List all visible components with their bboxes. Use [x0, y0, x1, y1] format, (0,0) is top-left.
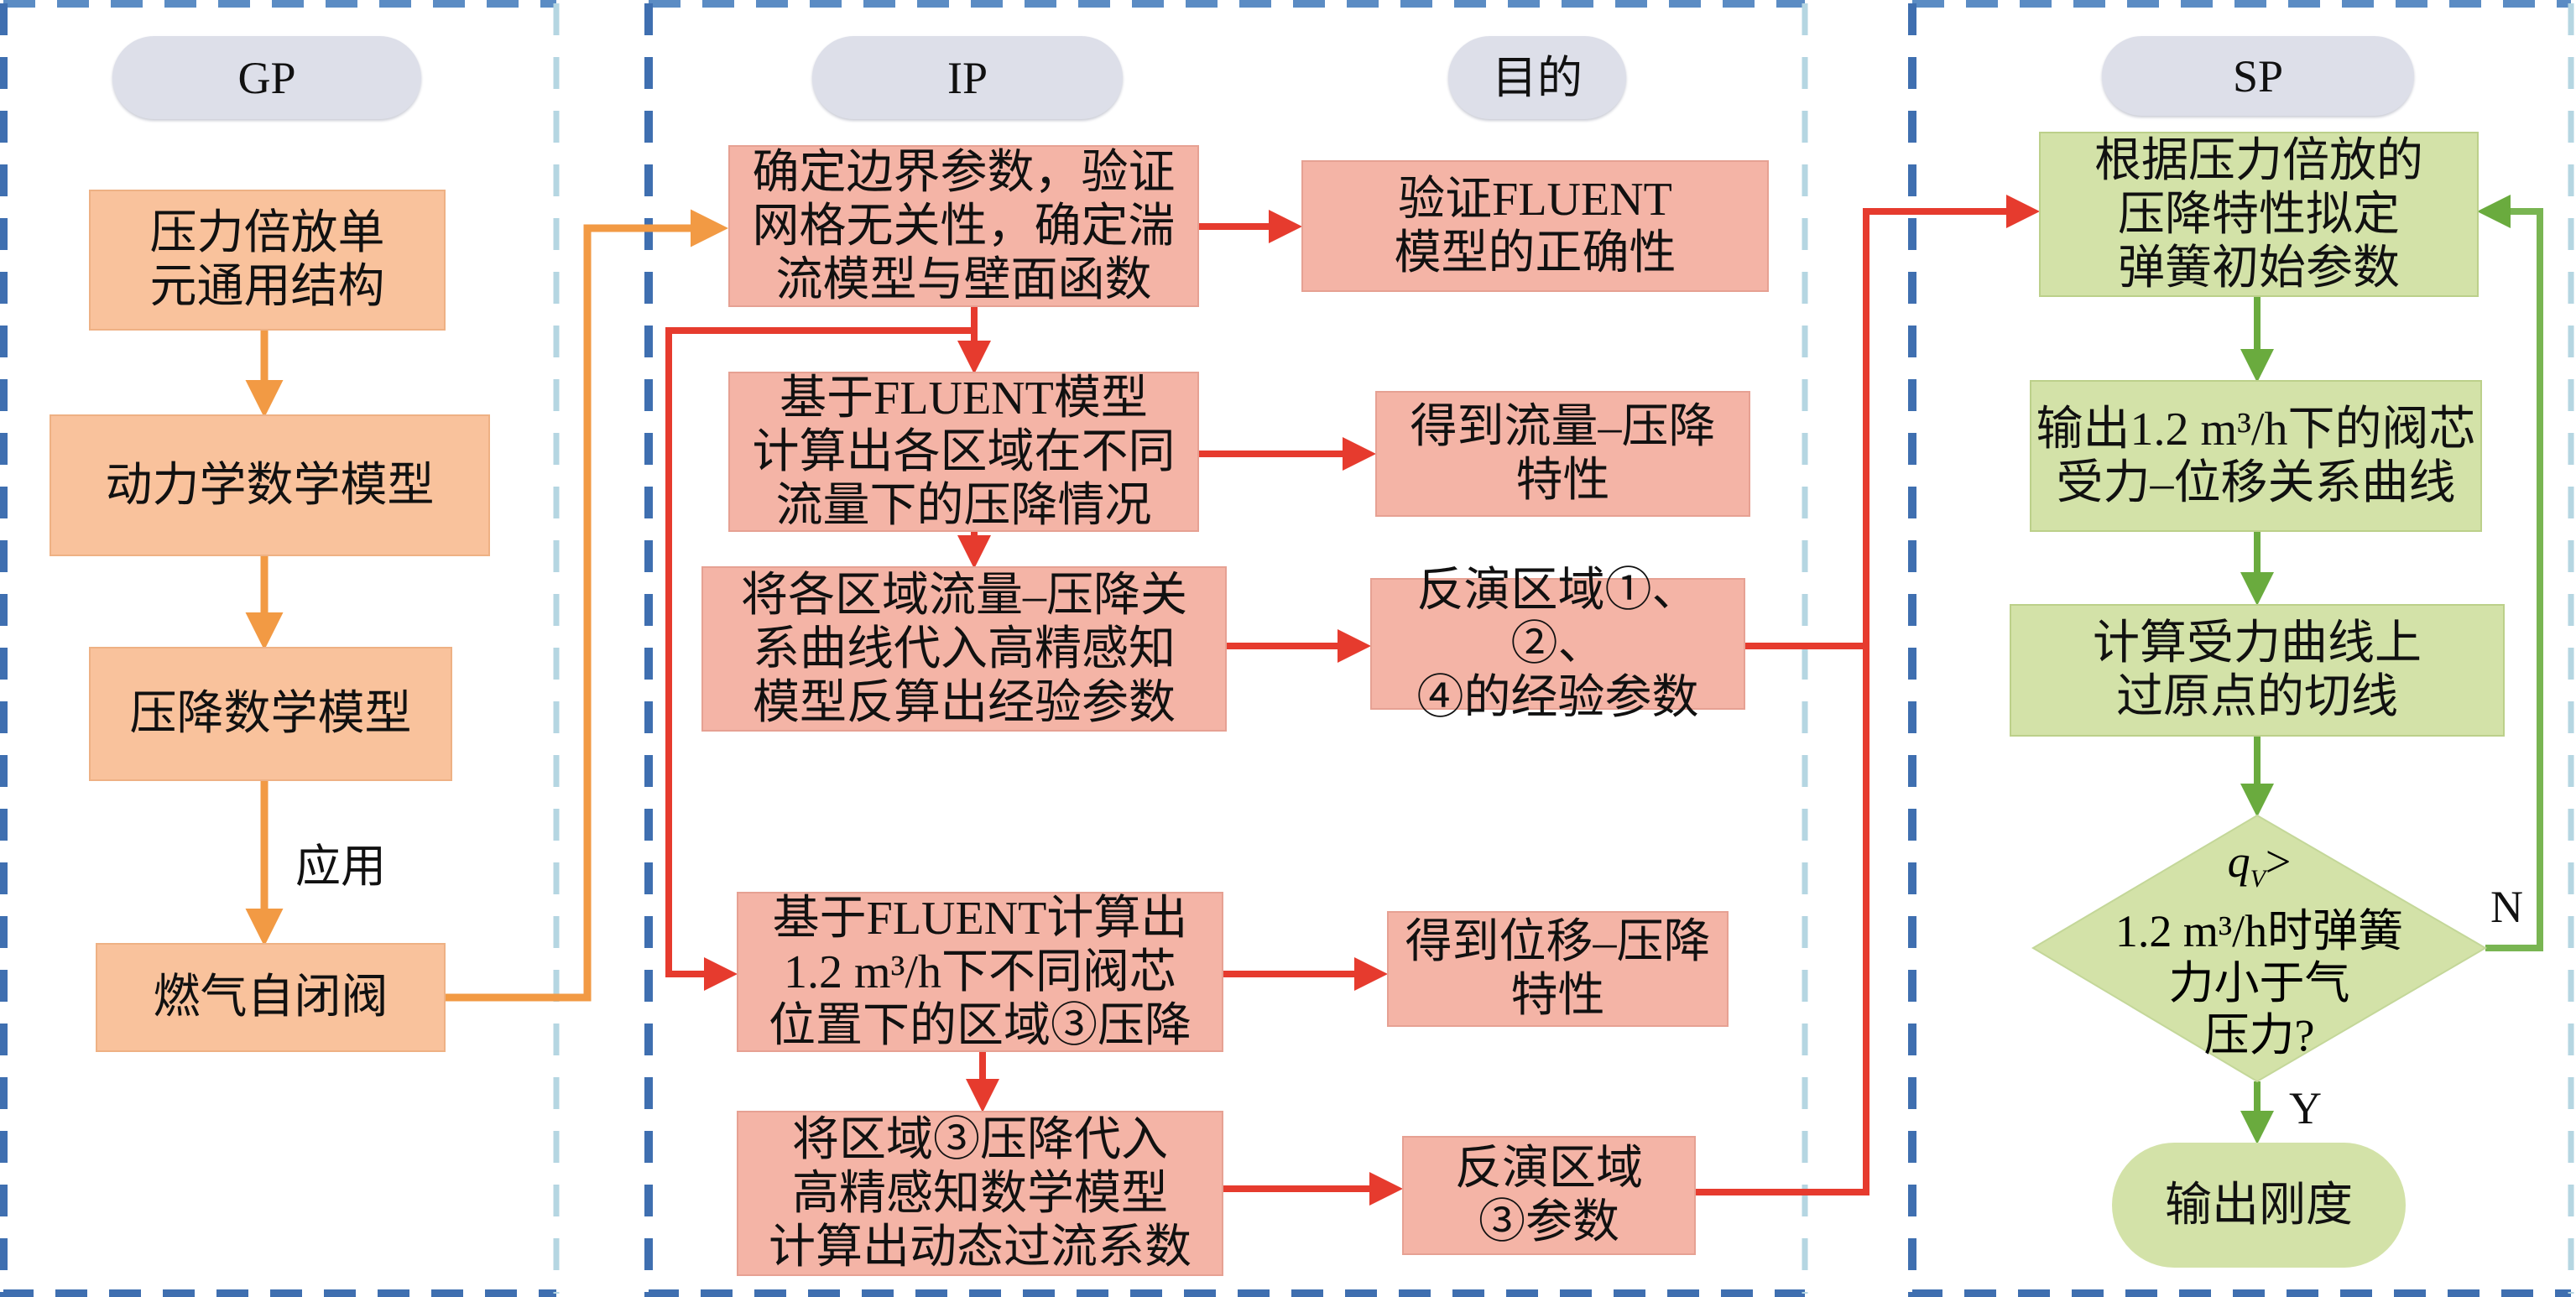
yes-label: Y	[2289, 1083, 2322, 1133]
goal-header: 目的	[1448, 36, 1626, 119]
decision-line-2: 力小于气	[2168, 957, 2350, 1008]
ip-step-2: 基于FLUENT模型 计算出各区域在不同 流量下的压降情况	[728, 372, 1199, 532]
decision-condition: qV>	[2228, 836, 2292, 905]
ip-step-1: 确定边界参数，验证 网格无关性，确定湍 流模型与壁面函数	[728, 145, 1199, 307]
sp-header: SP	[2102, 36, 2414, 116]
sp-box-force-curve: 输出1.2 m³/h下的阀芯 受力–位移关系曲线	[2030, 380, 2482, 532]
gp-box-general-structure: 压力倍放单 元通用结构	[89, 190, 446, 331]
sp-arrows	[2240, 195, 2543, 1144]
ip-arrows	[665, 195, 2040, 1206]
decision-text: qV> 1.2 m³/h时弹簧 力小于气 压力?	[2033, 815, 2485, 1081]
decision-line-1: 1.2 m³/h时弹簧	[2115, 905, 2404, 956]
ip-step-5: 将区域③压降代入 高精感知数学模型 计算出动态过流系数	[737, 1111, 1223, 1276]
decision-diamond	[2031, 814, 2487, 1083]
goal-5: 反演区域 ③参数	[1402, 1136, 1696, 1255]
decision-line-3: 压力?	[2203, 1009, 2315, 1060]
flow-variable: q	[2227, 836, 2250, 888]
flow-variable-subscript: V	[2250, 864, 2266, 893]
gp-panel	[0, 0, 560, 1297]
gp-box-gas-valve: 燃气自闭阀	[96, 943, 446, 1052]
goal-4: 得到位移–压降 特性	[1387, 911, 1729, 1027]
sp-box-initial-params: 根据压力倍放的 压降特性拟定 弹簧初始参数	[2039, 132, 2479, 297]
operator: >	[2265, 836, 2292, 888]
gp-header: GP	[112, 36, 421, 119]
ip-step-3: 将各区域流量–压降关 系曲线代入高精感知 模型反算出经验参数	[701, 566, 1227, 732]
gp-arrows	[245, 209, 728, 1002]
goal-1: 验证FLUENT 模型的正确性	[1301, 160, 1769, 292]
sp-output-stiffness: 输出刚度	[2112, 1143, 2406, 1268]
gp-box-dynamics-model: 动力学数学模型	[50, 414, 490, 556]
gp-box-pressure-drop-model: 压降数学模型	[89, 647, 452, 781]
sp-panel	[1908, 0, 2574, 1297]
no-label: N	[2490, 882, 2523, 932]
sp-box-tangent: 计算受力曲线上 过原点的切线	[2010, 604, 2505, 737]
goal-2: 得到流量–压降 特性	[1375, 391, 1750, 517]
goal-3: 反演区域①、②、 ④的经验参数	[1370, 565, 1745, 724]
ip-header: IP	[812, 36, 1123, 119]
ip-step-4: 基于FLUENT计算出 1.2 m³/h下不同阀芯 位置下的区域③压降	[737, 892, 1223, 1052]
apply-label: 应用	[295, 841, 386, 892]
